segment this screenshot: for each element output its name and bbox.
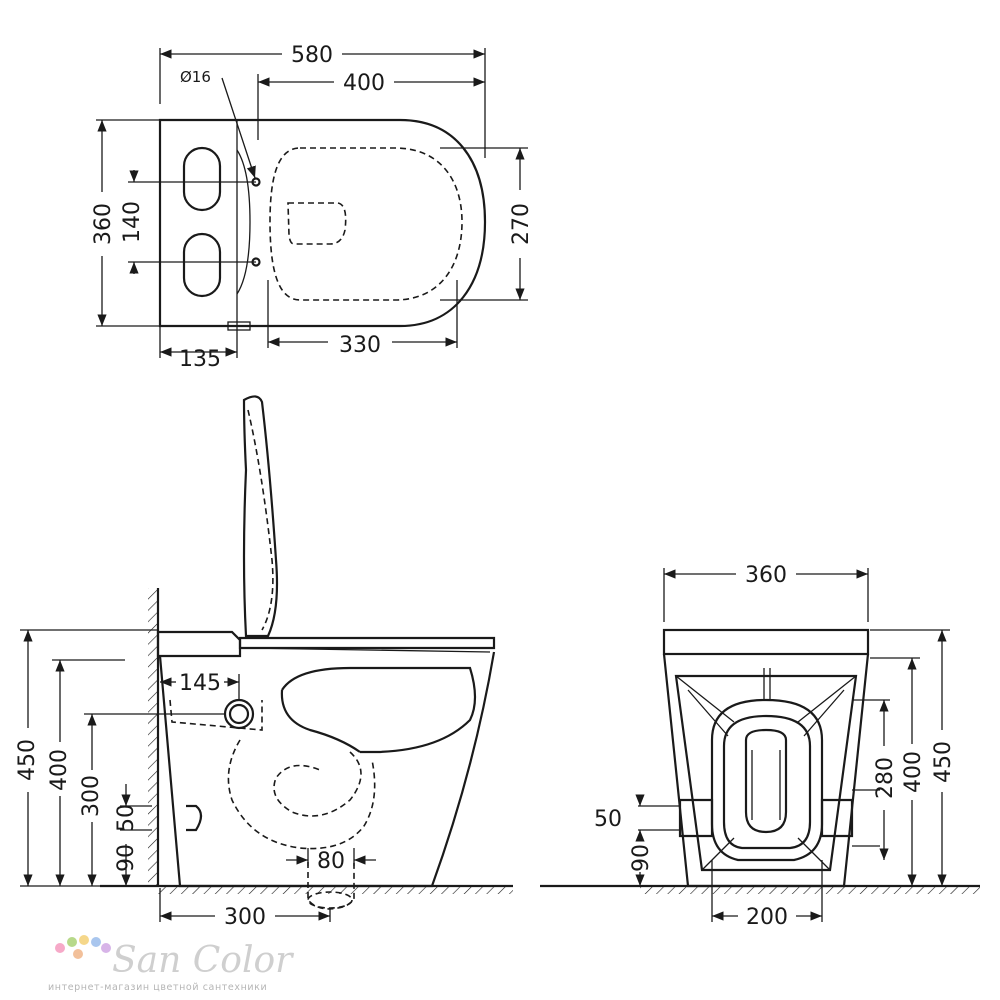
tank-cutout-lower	[182, 232, 222, 298]
tank-cutout-upper	[182, 146, 222, 212]
top-view: 580 400 Ø16 360 140 270 135	[91, 43, 534, 372]
dim-base-width: 200	[746, 905, 788, 930]
dim-total-length: 580	[291, 43, 333, 68]
dim-height-c: 450	[931, 741, 956, 783]
dim-outlet-distance: 300	[224, 905, 266, 930]
logo-dot	[73, 949, 83, 959]
logo-name: San Color	[112, 940, 294, 981]
dim-seat-width: 270	[509, 203, 534, 245]
dim-total-width: 360	[91, 203, 116, 245]
dim-inlet-height: 300	[79, 775, 104, 817]
logo-dot	[67, 937, 77, 947]
logo: San Color интернет-магазин цветной санте…	[48, 935, 294, 993]
trap-oval	[710, 698, 824, 862]
dim-height-b: 400	[901, 751, 926, 793]
dim-hole-diameter: Ø16	[180, 68, 211, 86]
dim-back-depth: 135	[179, 347, 221, 372]
front-view-body	[662, 653, 870, 888]
logo-dot	[91, 937, 101, 947]
logo-dot	[101, 943, 111, 953]
floor-hatch-front	[640, 886, 980, 894]
side-view-body	[158, 651, 496, 888]
front-view: 360 50 90 280 400 450 200	[540, 563, 980, 930]
dim-bowl-height: 400	[47, 749, 72, 791]
drain-opening-dashed	[287, 202, 347, 245]
lid-raised	[242, 395, 279, 638]
dim-floor-offset: 50	[114, 804, 139, 832]
bowl-rim-dashed	[269, 147, 463, 301]
dim-inlet-offset: 145	[179, 671, 221, 696]
dim-base-offset: 90	[114, 844, 139, 872]
floor-hatch-side	[158, 886, 513, 894]
dim-outlet-diameter: 80	[317, 849, 345, 874]
side-view: 450 400 300 50 90 145 80	[15, 395, 513, 930]
dim-height-a: 280	[873, 757, 898, 799]
inlet-pipe-inner	[228, 703, 250, 725]
dim-hole-spacing: 140	[120, 201, 145, 243]
logo-tagline: интернет-магазин цветной сантехники	[48, 982, 267, 993]
seat-front	[662, 628, 870, 656]
dim-front-width: 360	[745, 563, 787, 588]
trap-dashed	[273, 751, 362, 817]
wall-hatch	[148, 588, 158, 886]
dim-bowl-length: 330	[339, 333, 381, 358]
logo-dot	[55, 943, 65, 953]
seat-side	[238, 636, 496, 650]
dim-seat-length: 400	[343, 71, 385, 96]
top-view-body-outline	[158, 118, 487, 328]
logo-dot	[79, 935, 89, 945]
dim-front-base-offset: 90	[629, 844, 654, 872]
dim-total-height: 450	[15, 739, 40, 781]
dim-side-offset: 50	[594, 807, 622, 832]
